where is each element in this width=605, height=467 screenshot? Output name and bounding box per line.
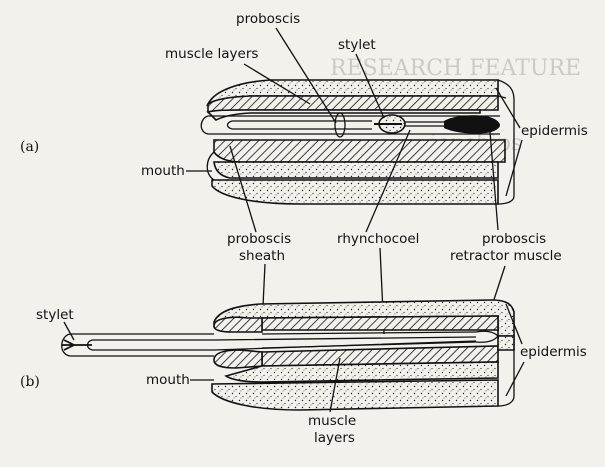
- a-label-stylet: stylet: [338, 37, 376, 53]
- a-proboscis-inner: [226, 120, 372, 130]
- a-leader-epidermis-1: [495, 87, 521, 129]
- a-panel-label: (a): [20, 139, 39, 155]
- a-lower-muscle: [213, 139, 506, 163]
- ghost-heading: RESEARCH FEATURE: [330, 56, 581, 81]
- label-retractor-2: retractor muscle: [450, 248, 562, 264]
- a-ventral-body: [211, 179, 499, 205]
- b-sheath-loop-upper: [213, 316, 263, 333]
- label-rhynchocoel: rhynchocoel: [337, 231, 419, 247]
- a-label-proboscis: proboscis: [236, 11, 300, 27]
- a-label-epidermis: epidermis: [521, 123, 588, 139]
- b-lower-epidermis: [224, 361, 499, 383]
- diagram-b: (b) stylet epidermis mouth muscle layers: [20, 299, 587, 446]
- a-lower-epidermis: [213, 161, 499, 179]
- a-body-end: [497, 79, 515, 205]
- b-leader-muscle: [329, 357, 341, 413]
- b-sheath-loop-lower: [213, 349, 263, 369]
- b-leader-epidermis-1: [505, 303, 523, 345]
- b-retractor-muscle: [213, 330, 499, 351]
- b-label-muscle-1: muscle: [308, 413, 356, 429]
- b-label-epidermis: epidermis: [520, 344, 587, 360]
- label-proboscis-sheath-1: proboscis: [227, 231, 291, 247]
- a-label-muscle-layers: muscle layers: [165, 46, 258, 62]
- b-upper-muscle: [261, 315, 499, 331]
- b-ventral-body: [211, 379, 499, 411]
- label-retractor-1: proboscis: [482, 231, 546, 247]
- leader-retractor-a: [489, 131, 499, 231]
- a-leader-stylet: [355, 53, 385, 119]
- b-leader-stylet: [63, 321, 75, 341]
- a-proboscis-tube: [200, 115, 380, 135]
- label-proboscis-sheath-2: sheath: [239, 248, 285, 264]
- leader-sheath-a: [229, 145, 257, 233]
- a-proboscis-ring: [334, 112, 346, 138]
- leader-rhynchocoel-a: [365, 129, 411, 233]
- a-leader-epidermis-2: [505, 139, 523, 197]
- a-leader-proboscis: [275, 27, 337, 124]
- b-leader-epidermis-2: [505, 361, 525, 397]
- diagram-a: (a) proboscis stylet muscle layers epide…: [20, 11, 588, 205]
- b-proboscis-inner: [86, 339, 214, 351]
- a-label-mouth: mouth: [141, 163, 185, 179]
- a-leader-muscle: [243, 63, 311, 105]
- a-retractor-black: [444, 115, 500, 134]
- b-stylet: [62, 339, 92, 351]
- b-panel-label: (b): [20, 374, 40, 390]
- b-rhynchocoel-canal: [261, 331, 477, 349]
- b-label-stylet: stylet: [36, 307, 74, 323]
- b-everted-proboscis: [61, 333, 214, 357]
- b-rear-stipple: [497, 335, 515, 351]
- b-body-end: [497, 336, 515, 407]
- a-upper-sheath: [206, 109, 481, 121]
- shared-labels: proboscis sheath rhynchocoel proboscis r…: [227, 129, 562, 335]
- b-label-mouth: mouth: [146, 372, 190, 388]
- a-posterior-proboscis: [405, 121, 444, 127]
- b-label-muscle-2: layers: [314, 430, 355, 446]
- a-mouth-opening: [206, 151, 215, 181]
